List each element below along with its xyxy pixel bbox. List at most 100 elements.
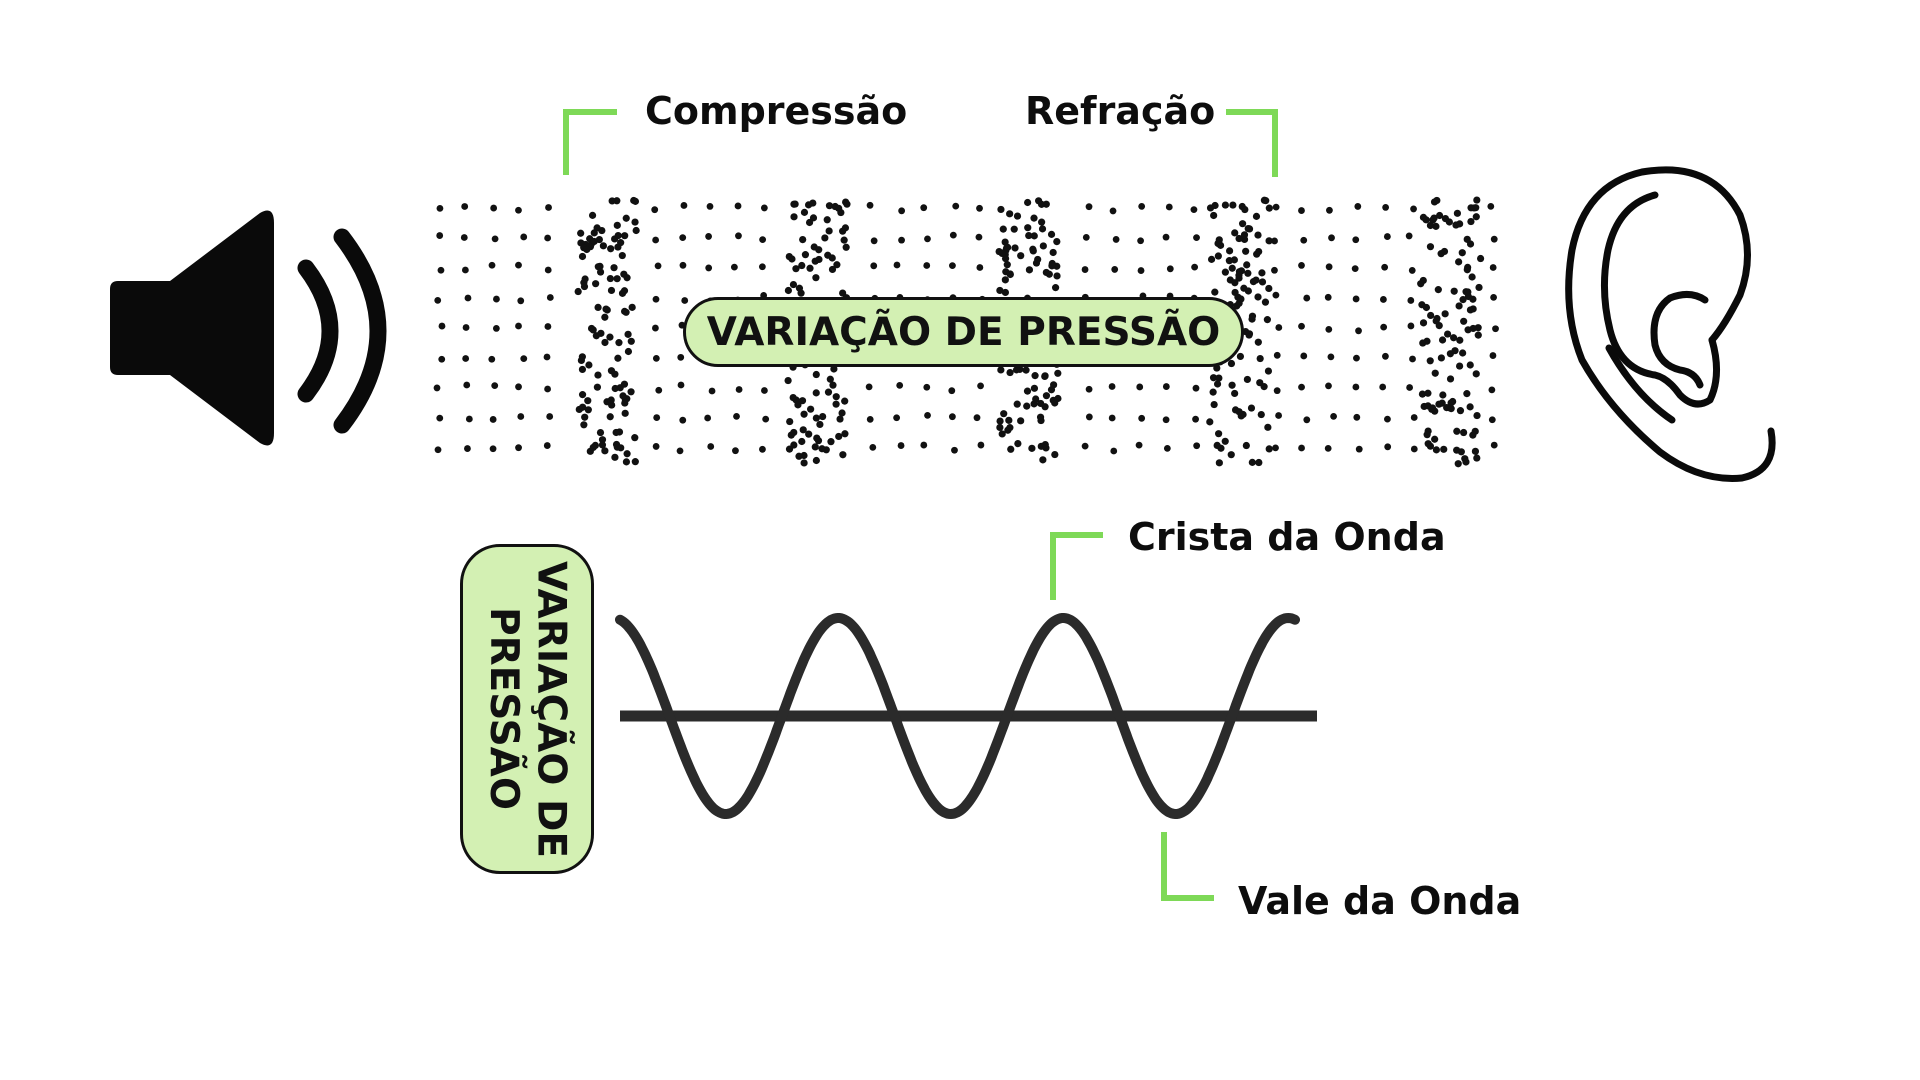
air-particle [1236, 352, 1245, 361]
air-particle [1085, 413, 1093, 421]
air-particle [734, 202, 742, 210]
air-particle [1165, 203, 1173, 211]
air-particle [1468, 273, 1476, 281]
air-particle [1048, 262, 1056, 270]
air-particle [491, 235, 499, 243]
air-particle [870, 237, 878, 245]
air-particle [1456, 407, 1465, 415]
air-particle [1433, 314, 1441, 323]
air-particle [792, 265, 800, 273]
air-particle [1252, 212, 1261, 220]
air-particle [1244, 287, 1252, 295]
air-particle [733, 412, 740, 420]
air-particle [1272, 444, 1279, 452]
air-particle [577, 356, 585, 365]
air-particle [923, 262, 931, 269]
air-particle [1004, 243, 1012, 251]
air-particle [1213, 380, 1222, 388]
air-particle [1193, 442, 1201, 450]
air-particle [1006, 270, 1014, 278]
air-particle [627, 337, 635, 345]
air-particle [1081, 266, 1089, 273]
air-particle [1032, 395, 1040, 403]
air-particle [1298, 322, 1305, 330]
air-particle [1242, 247, 1250, 255]
air-particle [1265, 237, 1273, 245]
air-particle [598, 436, 607, 444]
air-particle [1191, 263, 1199, 271]
air-particle [841, 397, 849, 405]
air-particle [1051, 284, 1060, 292]
air-particle [1221, 268, 1229, 276]
air-particle [1462, 458, 1470, 466]
air-particle [622, 214, 630, 222]
air-particle [835, 432, 843, 441]
air-particle [1028, 444, 1036, 452]
air-particle [1192, 415, 1199, 423]
air-particle [1047, 230, 1056, 238]
air-particle [679, 416, 687, 424]
air-particle [784, 376, 792, 385]
air-particle [1030, 214, 1038, 222]
air-particle [1240, 231, 1249, 239]
air-particle [825, 227, 833, 235]
air-particle [1272, 203, 1280, 211]
air-particle [1038, 218, 1046, 226]
compression-label: Compressão [645, 89, 908, 133]
air-particle [1264, 423, 1272, 431]
air-particle [652, 355, 660, 362]
air-particle [615, 339, 623, 347]
air-particle [1355, 327, 1362, 335]
air-particle [1327, 353, 1335, 361]
air-particle [1330, 412, 1337, 420]
air-particle [1207, 255, 1216, 263]
air-particle [1110, 447, 1118, 455]
air-particle [1215, 430, 1223, 438]
air-particle [975, 233, 983, 241]
air-particle [800, 410, 808, 418]
air-particle [1162, 233, 1170, 241]
air-particle [1434, 286, 1442, 294]
air-particle [462, 355, 470, 362]
air-particle [948, 413, 956, 421]
air-particle [1138, 414, 1146, 422]
air-particle [1036, 413, 1045, 421]
air-particle [1013, 400, 1021, 408]
air-particle [812, 414, 820, 422]
air-particle [1228, 381, 1236, 389]
air-particle [1244, 224, 1252, 233]
air-particle [1324, 293, 1332, 301]
compression-marker [563, 109, 617, 175]
air-particle [620, 380, 629, 388]
air-particle [1030, 232, 1038, 240]
air-particle [1470, 204, 1478, 212]
air-particle [1003, 261, 1011, 269]
air-particle [805, 218, 814, 227]
air-particle [597, 329, 605, 337]
air-particle [617, 239, 625, 247]
air-particle [632, 226, 640, 235]
air-particle [1241, 205, 1249, 214]
air-particle [434, 296, 442, 304]
air-particle [893, 414, 901, 422]
air-particle [1109, 207, 1117, 215]
air-particle [807, 405, 815, 413]
air-particle [596, 428, 605, 437]
air-particle [1439, 391, 1447, 399]
air-particle [832, 400, 840, 408]
air-particle [1265, 204, 1273, 212]
air-particle [1085, 385, 1093, 393]
air-particle [1437, 250, 1445, 258]
air-particle [515, 383, 522, 391]
air-particle [1450, 334, 1458, 342]
air-particle [1013, 212, 1022, 220]
air-particle [1264, 367, 1273, 375]
air-particle [1433, 196, 1441, 205]
air-particle [580, 421, 588, 429]
air-particle [588, 211, 597, 219]
air-particle [631, 434, 639, 442]
air-particle [1221, 201, 1230, 209]
air-particle [1265, 445, 1273, 453]
air-particle [999, 225, 1007, 233]
air-particle [1435, 211, 1444, 220]
